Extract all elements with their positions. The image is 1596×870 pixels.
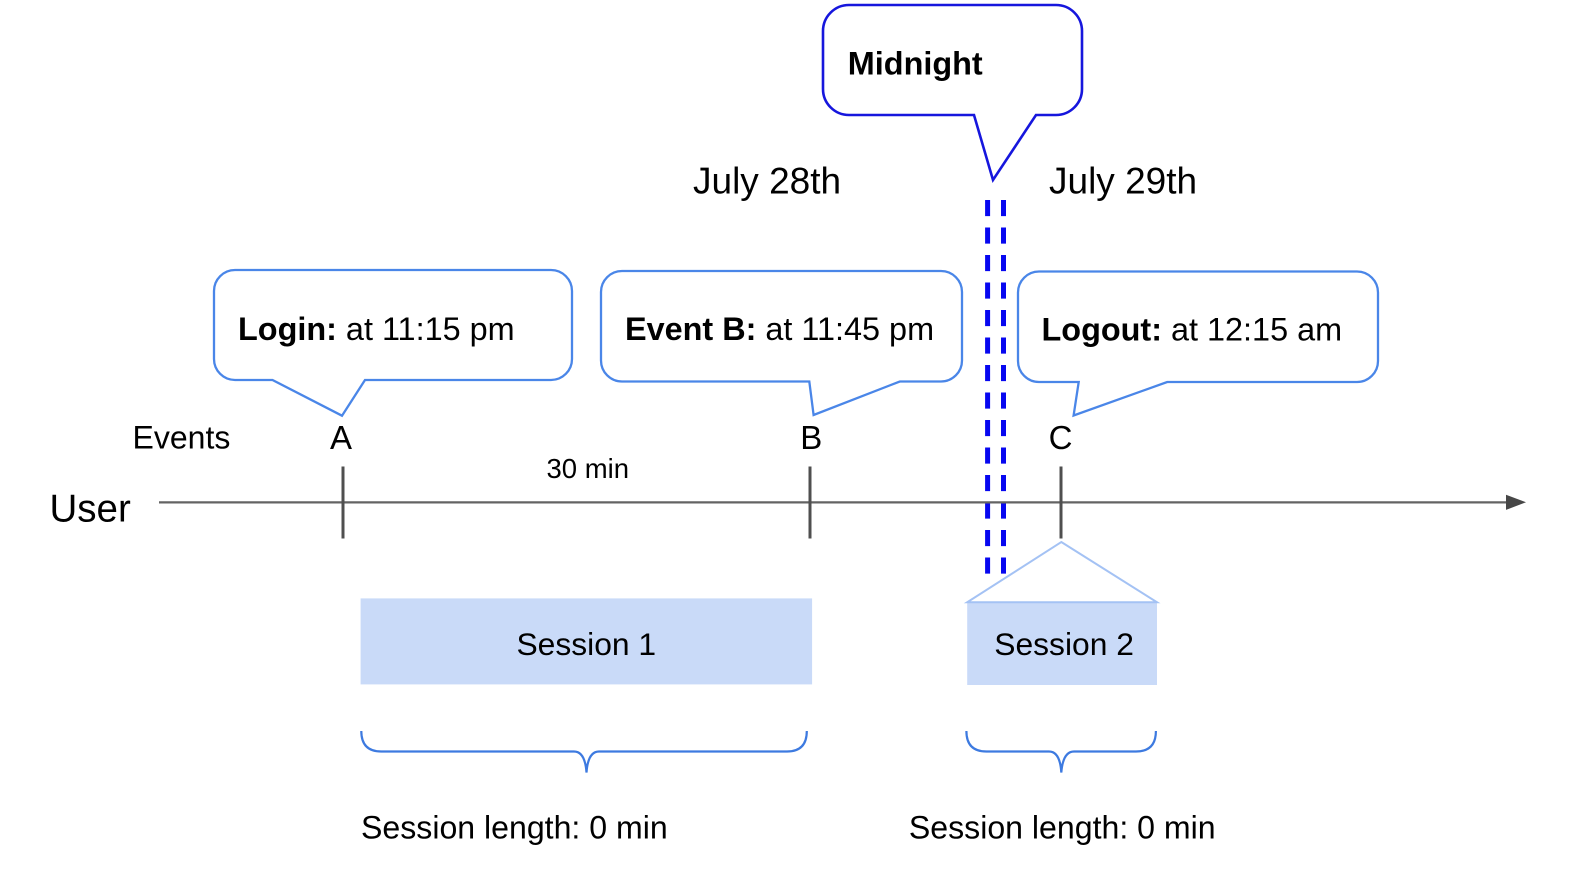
svg-text:Logout: at 12:15 am: Logout: at 12:15 am [1042,312,1343,348]
svg-text:Session 1: Session 1 [516,626,656,662]
svg-text:July 29th: July 29th [1049,161,1197,202]
svg-text:B: B [800,419,822,456]
svg-text:Session 2: Session 2 [994,626,1134,662]
svg-text:User: User [50,488,131,531]
svg-text:Session length: 0 min: Session length: 0 min [909,810,1216,846]
svg-text:Event B: at 11:45 pm: Event B: at 11:45 pm [625,311,934,347]
svg-text:July 28th: July 28th [693,161,841,202]
svg-text:30 min: 30 min [547,453,630,484]
svg-text:Events: Events [133,420,231,456]
svg-text:A: A [330,419,352,456]
svg-text:Midnight: Midnight [848,46,983,82]
svg-text:C: C [1049,419,1073,456]
svg-text:Session length: 0 min: Session length: 0 min [361,810,668,846]
svg-text:Login: at 11:15 pm: Login: at 11:15 pm [238,311,515,347]
